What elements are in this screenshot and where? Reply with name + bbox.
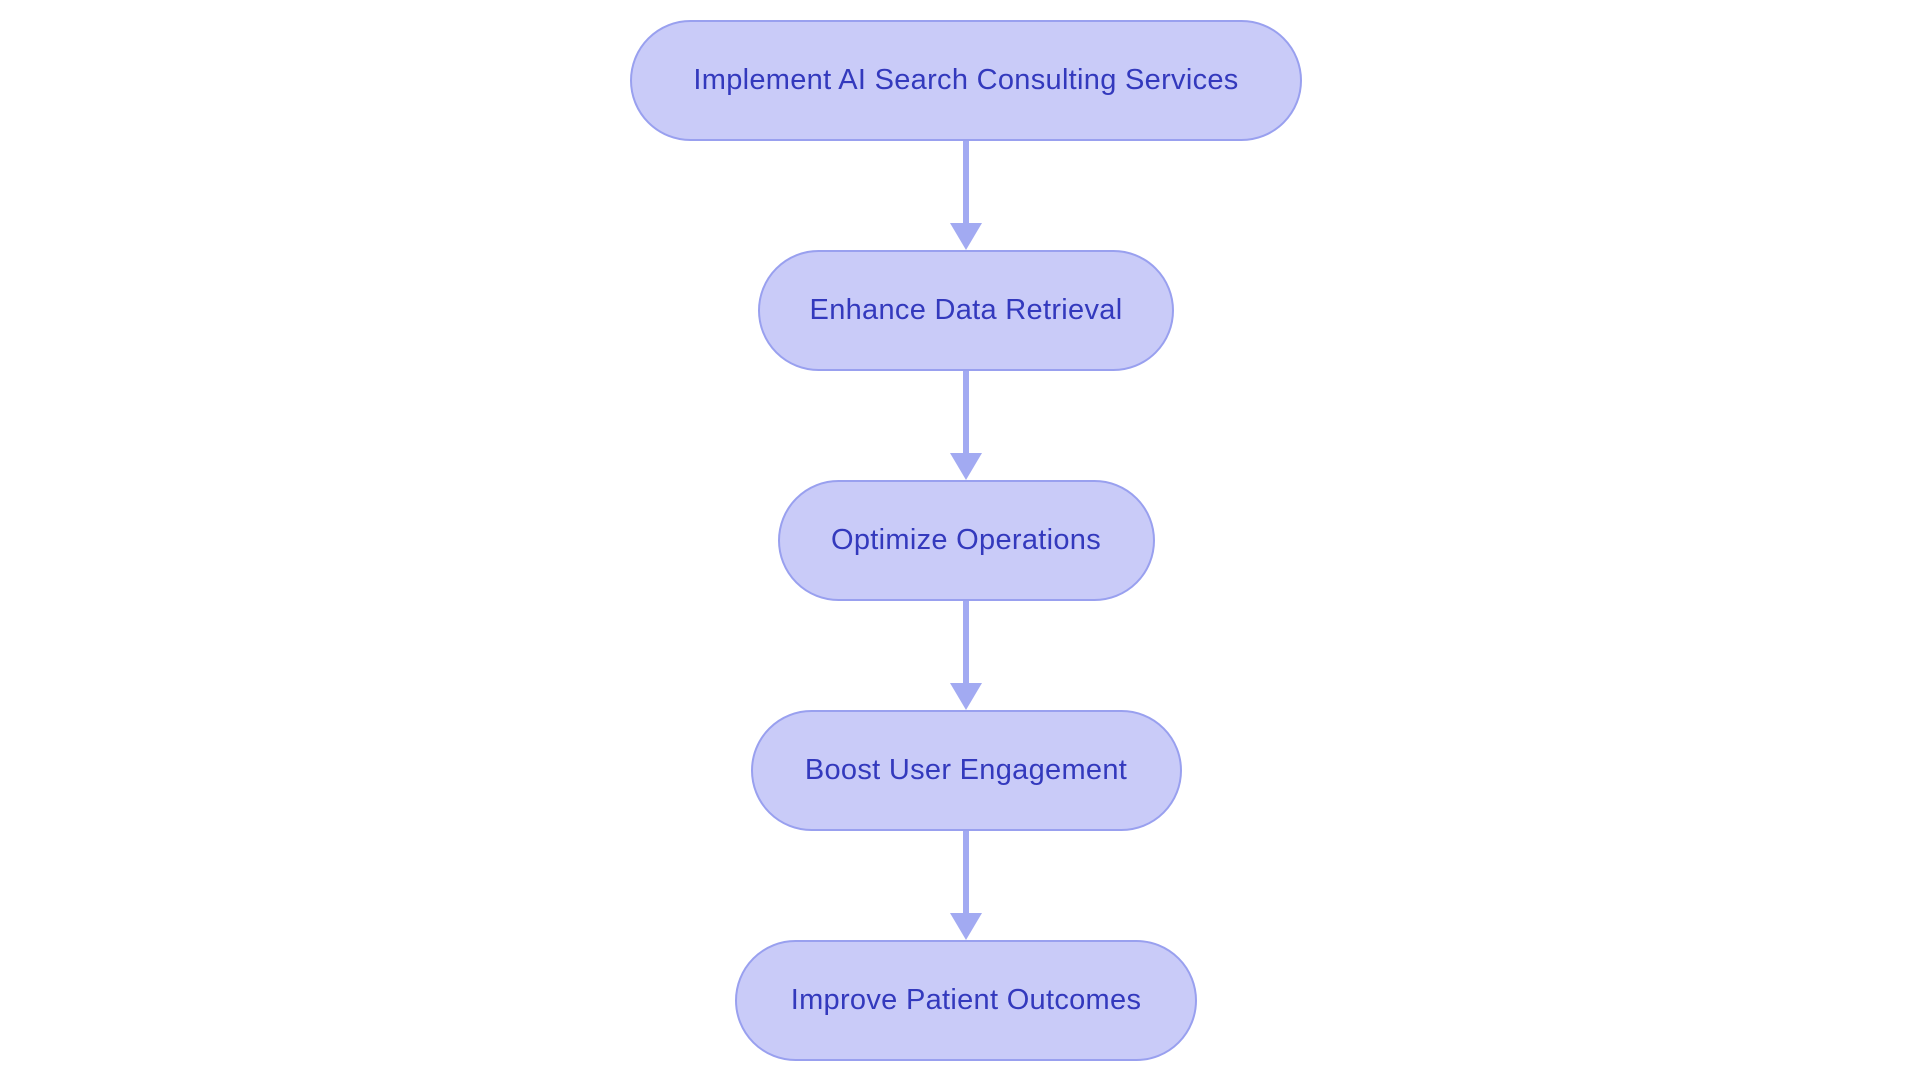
flow-arrow-1 bbox=[950, 141, 982, 250]
flow-node-improve-patient-outcomes: Improve Patient Outcomes bbox=[735, 940, 1197, 1061]
flowchart-column: Implement AI Search Consulting Services … bbox=[630, 20, 1302, 1061]
arrow-line bbox=[963, 141, 969, 223]
arrow-down-icon bbox=[950, 223, 982, 250]
flow-node-enhance-data-retrieval: Enhance Data Retrieval bbox=[758, 250, 1174, 371]
node-label: Enhance Data Retrieval bbox=[809, 294, 1123, 326]
flow-arrow-4 bbox=[950, 831, 982, 940]
arrow-line bbox=[963, 371, 969, 453]
node-label: Implement AI Search Consulting Services bbox=[693, 64, 1239, 96]
flow-node-optimize-operations: Optimize Operations bbox=[777, 480, 1155, 601]
node-label: Boost User Engagement bbox=[804, 754, 1128, 786]
arrow-down-icon bbox=[950, 913, 982, 940]
node-label: Improve Patient Outcomes bbox=[790, 984, 1142, 1016]
arrow-line bbox=[963, 601, 969, 683]
arrow-down-icon bbox=[950, 453, 982, 480]
node-label: Optimize Operations bbox=[830, 524, 1102, 556]
flow-arrow-2 bbox=[950, 371, 982, 480]
flow-arrow-3 bbox=[950, 601, 982, 710]
flow-node-boost-user-engagement: Boost User Engagement bbox=[750, 710, 1182, 831]
arrow-line bbox=[963, 831, 969, 913]
flow-node-implement-ai-search: Implement AI Search Consulting Services bbox=[630, 20, 1302, 141]
arrow-down-icon bbox=[950, 683, 982, 710]
